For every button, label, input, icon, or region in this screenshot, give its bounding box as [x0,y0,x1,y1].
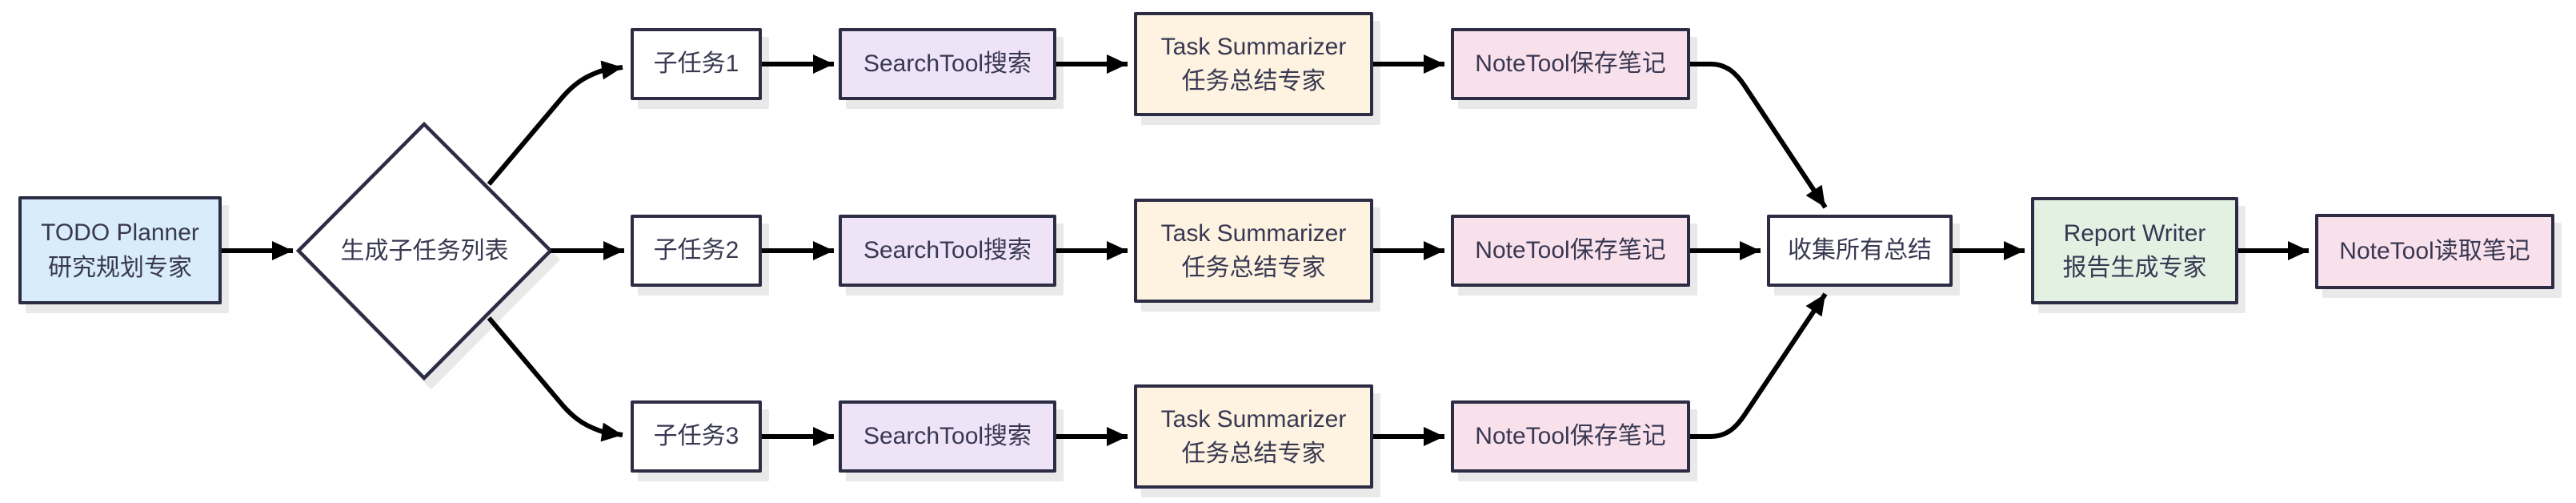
node-notetool-save-3: NoteTool保存笔记 [1451,400,1690,473]
node-notetool-save-1: NoteTool保存笔记 [1451,28,1690,100]
node-summarizer-3-label: Task Summarizer 任务总结专家 [1160,405,1347,468]
node-report-writer: Report Writer 报告生成专家 [2031,197,2238,304]
node-collect-summaries-label: 收集所有总结 [1788,237,1932,264]
node-summarizer-3: Task Summarizer 任务总结专家 [1134,384,1373,489]
node-subtask-1: 子任务1 [631,28,762,100]
node-subtask-3-label: 子任务3 [653,423,739,450]
edge-decision-to-subtask-3 [487,316,623,442]
node-collect-summaries: 收集所有总结 [1767,215,1953,287]
node-searchtool-3: SearchTool搜索 [839,400,1056,473]
edge-notetool-save-1-to-collect [1690,62,1828,209]
node-notetool-read-label: NoteTool读取笔记 [2339,238,2530,265]
node-subtask-3: 子任务3 [631,400,762,473]
node-summarizer-2: Task Summarizer 任务总结专家 [1134,199,1373,303]
node-subtask-2-label: 子任务2 [653,237,739,264]
node-summarizer-1-label: Task Summarizer 任务总结专家 [1160,33,1347,95]
node-todo-planner-label: TODO Planner 研究规划专家 [41,219,199,281]
node-searchtool-1: SearchTool搜索 [839,28,1056,100]
edge-notetool-save-3-to-collect [1690,292,1828,439]
decision-diamond-shape [295,121,554,381]
node-summarizer-2-label: Task Summarizer 任务总结专家 [1160,219,1347,282]
node-searchtool-2-label: SearchTool搜索 [863,237,1032,264]
node-subtask-1-label: 子任务1 [653,50,739,78]
node-report-writer-label: Report Writer 报告生成专家 [2062,219,2207,282]
node-subtask-2: 子任务2 [631,215,762,287]
node-notetool-read: NoteTool读取笔记 [2315,214,2554,289]
edge-decision-to-subtask-1 [487,60,623,186]
node-notetool-save-2: NoteTool保存笔记 [1451,215,1690,287]
node-searchtool-3-label: SearchTool搜索 [863,423,1032,450]
node-notetool-save-2-label: NoteTool保存笔记 [1475,237,1666,264]
node-searchtool-1-label: SearchTool搜索 [863,50,1032,78]
node-summarizer-1: Task Summarizer 任务总结专家 [1134,12,1373,116]
node-todo-planner: TODO Planner 研究规划专家 [18,196,222,304]
node-notetool-save-1-label: NoteTool保存笔记 [1475,50,1666,78]
node-notetool-save-3-label: NoteTool保存笔记 [1475,423,1666,450]
node-searchtool-2: SearchTool搜索 [839,215,1056,287]
